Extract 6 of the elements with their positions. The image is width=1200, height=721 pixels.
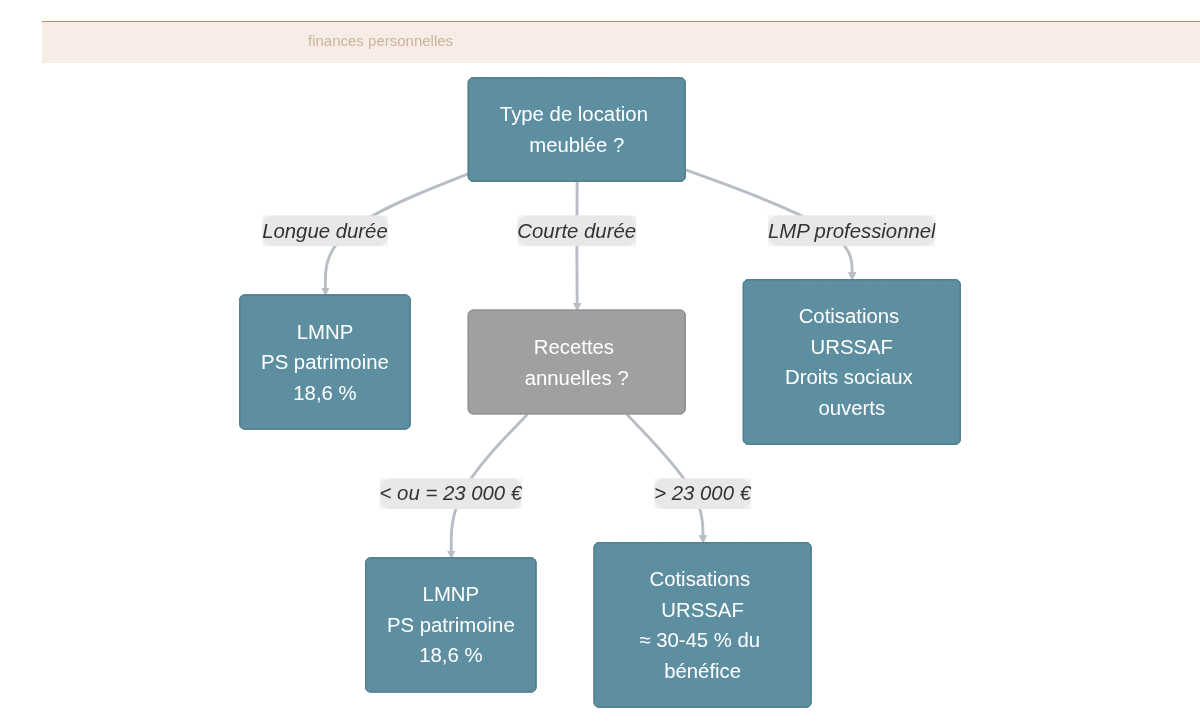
- edge-label: > 23 000 €: [654, 482, 751, 505]
- header-tagline: finances personnelles: [308, 32, 454, 49]
- edge-label: Longue durée: [262, 219, 388, 242]
- edge-label: < ou = 23 000 €: [379, 482, 523, 505]
- edge-label: LMP professionnel: [767, 219, 936, 242]
- edge-label: Courte durée: [517, 219, 637, 242]
